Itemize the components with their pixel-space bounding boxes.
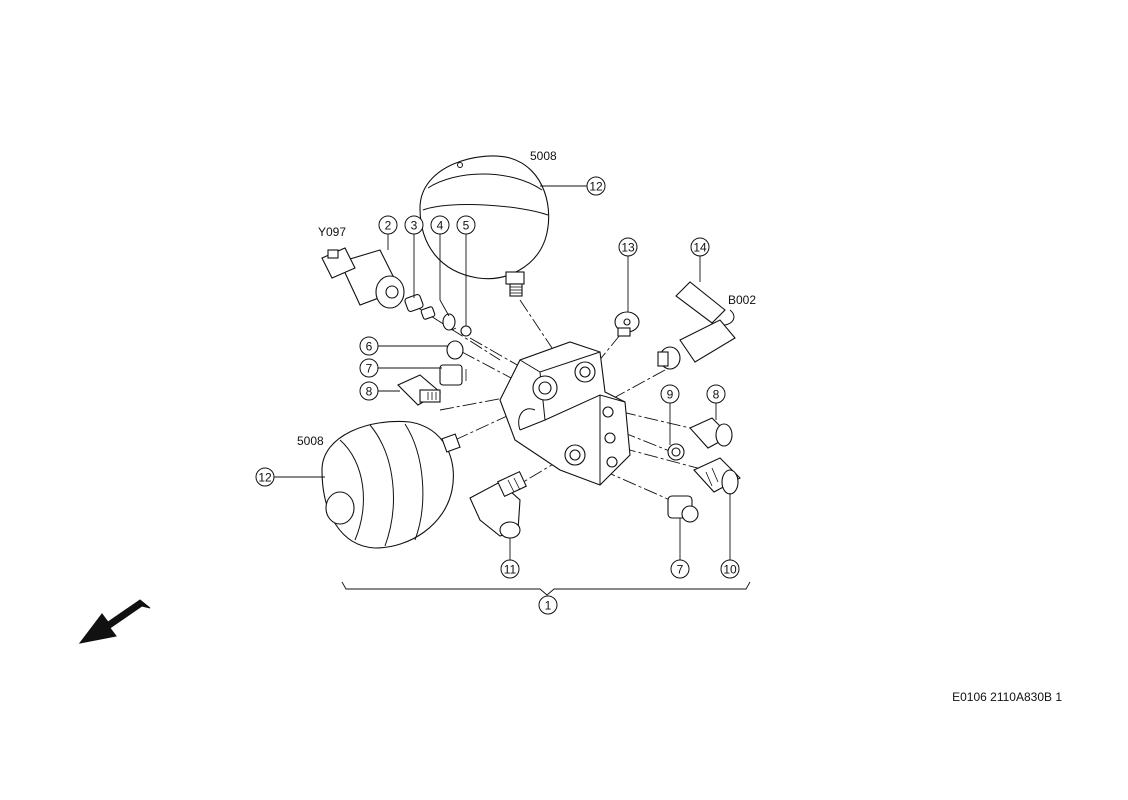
svg-text:7: 7 xyxy=(677,563,684,577)
svg-text:3: 3 xyxy=(411,219,418,233)
callout-12-left: 12 xyxy=(255,467,275,487)
svg-text:1: 1 xyxy=(545,599,552,613)
callout-14: 14 xyxy=(690,237,710,257)
svg-text:10: 10 xyxy=(723,563,737,577)
callout-6: 6 xyxy=(359,336,379,356)
leader-lines xyxy=(274,185,751,596)
label-accumulator-left: 5008 xyxy=(297,434,324,448)
svg-text:12: 12 xyxy=(589,180,603,194)
accumulator-top xyxy=(419,155,550,297)
callout-2: 2 xyxy=(378,215,398,235)
fittings-right xyxy=(667,417,741,523)
callout-10: 10 xyxy=(720,559,740,579)
svg-text:8: 8 xyxy=(713,388,720,402)
svg-text:12: 12 xyxy=(258,471,272,485)
drawing-code: E0106 2110A830B 1 xyxy=(952,690,1062,704)
callout-5: 5 xyxy=(456,215,476,235)
callouts: 1 2 3 4 5 6 7 8 xyxy=(255,176,740,615)
arrow-down-left-icon xyxy=(78,599,151,644)
callout-8-right: 8 xyxy=(706,384,726,404)
sensor-b002 xyxy=(657,281,736,370)
callout-8-left: 8 xyxy=(359,381,379,401)
callout-11: 11 xyxy=(500,559,520,579)
callout-7-left: 7 xyxy=(359,358,379,378)
callout-12-top: 12 xyxy=(586,176,606,196)
callout-7-right: 7 xyxy=(670,559,690,579)
svg-text:4: 4 xyxy=(437,219,444,233)
callout-1: 1 xyxy=(538,595,558,615)
svg-text:11: 11 xyxy=(504,563,517,577)
label-solenoid: Y097 xyxy=(318,225,346,239)
svg-text:5: 5 xyxy=(463,219,470,233)
callout-13: 13 xyxy=(618,237,638,257)
plug-13 xyxy=(614,311,640,337)
valve-block xyxy=(499,341,631,486)
fittings-small-left xyxy=(404,293,472,337)
svg-text:2: 2 xyxy=(385,219,392,233)
accumulator-left xyxy=(321,420,461,549)
label-accumulator-top: 5008 xyxy=(530,149,557,163)
svg-text:7: 7 xyxy=(366,362,373,376)
svg-text:13: 13 xyxy=(621,241,635,255)
svg-text:14: 14 xyxy=(693,241,707,255)
callout-4: 4 xyxy=(430,215,450,235)
centerlines xyxy=(411,299,706,501)
callout-3: 3 xyxy=(404,215,424,235)
svg-text:6: 6 xyxy=(366,340,373,354)
callout-9: 9 xyxy=(660,384,680,404)
svg-text:9: 9 xyxy=(667,388,674,402)
solenoid-y097 xyxy=(321,247,405,309)
fittings-left xyxy=(397,340,467,406)
label-sensor: B002 xyxy=(728,293,756,307)
svg-text:8: 8 xyxy=(366,385,373,399)
elbow-fitting-11 xyxy=(469,470,527,539)
